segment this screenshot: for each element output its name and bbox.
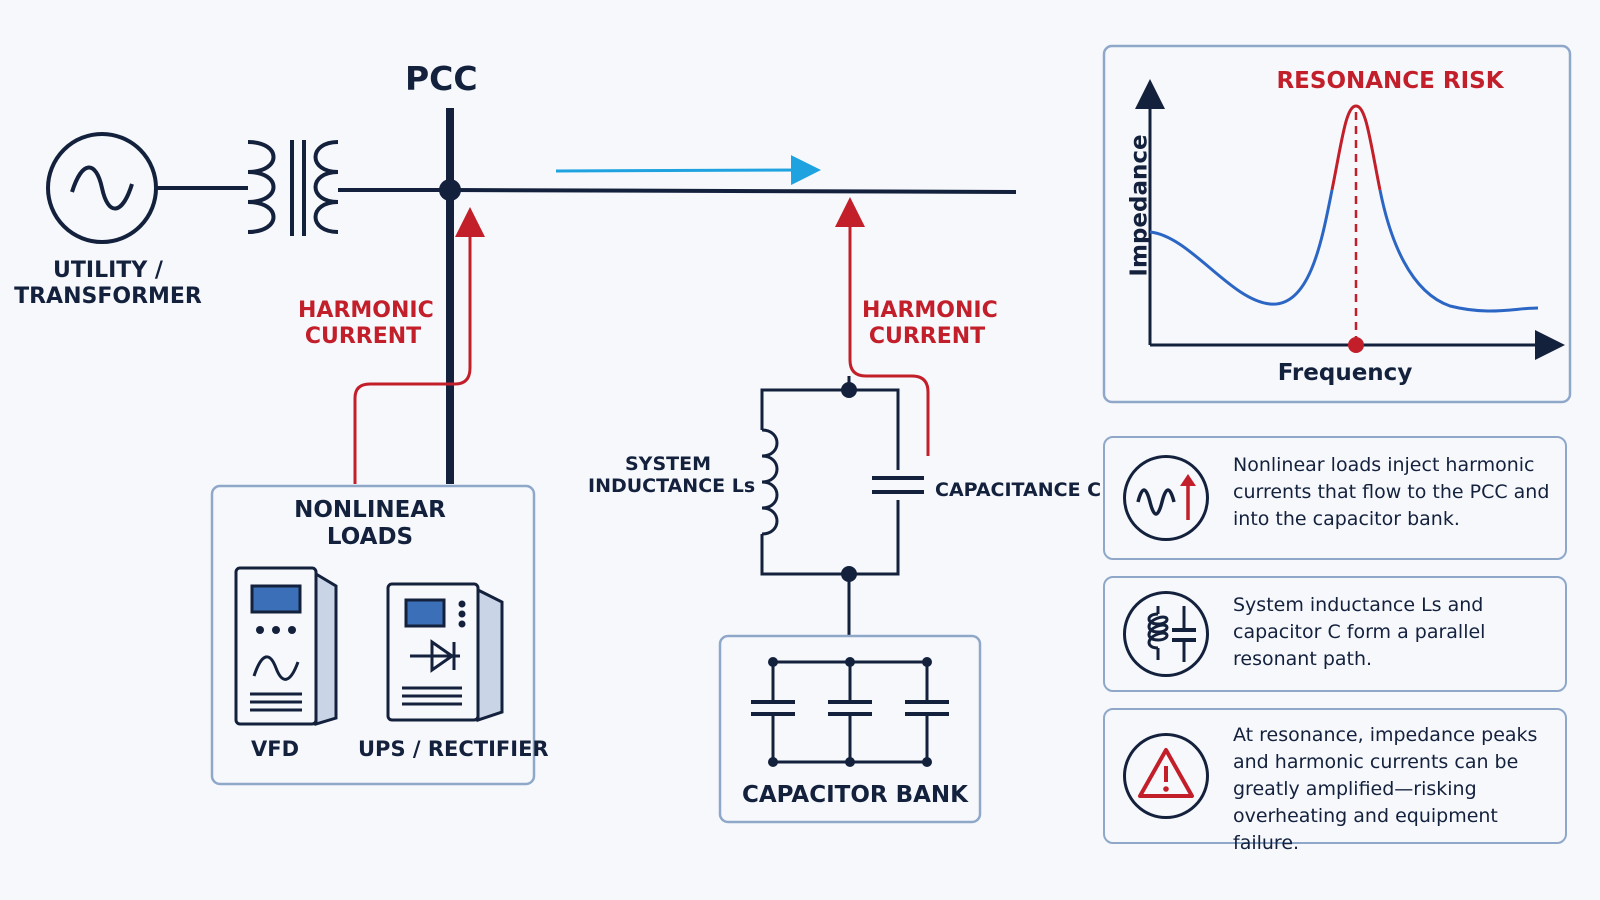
capacitor-bank-label: CAPACITOR BANK [741, 782, 969, 808]
vfd-device-icon [234, 566, 338, 727]
harmonic-current-label-left: HARMONIC CURRENT [298, 298, 434, 349]
capacitor-bank-nodes [768, 657, 932, 767]
impedance-curve-right [1378, 189, 1539, 313]
harmonic-current-arrow-left [353, 207, 485, 484]
graph-x-label: Frequency [1277, 360, 1413, 386]
note-text-resonant-path: System inductance Ls and capacitor C for… [1233, 594, 1486, 670]
capacitance-label: CAPACITANCE C [935, 479, 1102, 501]
note-card-resonant-path: System inductance Ls and capacitor C for… [1103, 576, 1567, 692]
impedance-curve-peak [1330, 104, 1382, 191]
vfd-label: VFD [250, 737, 300, 761]
impedance-curve-left [1149, 189, 1334, 306]
note-text-harmonics: Nonlinear loads inject harmonic currents… [1233, 454, 1550, 530]
pcc-label: PCC [405, 59, 478, 98]
feeder-line [449, 188, 1017, 194]
note-text-resonance-warning: At resonance, impedance peaks and harmon… [1233, 724, 1538, 854]
inductor-capacitor-icon [1123, 591, 1209, 677]
capacitor-icon [872, 476, 924, 494]
warning-icon [1123, 733, 1209, 819]
power-flow-arrow [555, 155, 821, 186]
harmonic-current-label-right: HARMONIC CURRENT [862, 298, 998, 349]
harmonic-current-arrow-right [835, 197, 930, 456]
ups-device-icon [386, 582, 504, 723]
transformer-icon [247, 140, 339, 236]
system-inductance-label: SYSTEM INDUCTANCE Ls [588, 453, 756, 498]
resonance-graph-panel [1102, 44, 1572, 404]
graph-y-label: Impedance [1126, 134, 1153, 277]
lc-bottom-node [841, 566, 857, 582]
inductor-icon [761, 428, 779, 536]
lc-top-node [841, 382, 857, 398]
resonance-point [1348, 337, 1364, 353]
capacitor-gap [884, 470, 914, 500]
parallel-lc-circuit [760, 376, 900, 636]
ac-source-icon [46, 132, 158, 244]
nonlinear-loads-title: NONLINEAR LOADS [294, 497, 446, 551]
harmonic-wave-icon [1123, 455, 1209, 541]
note-card-resonance-warning: At resonance, impedance peaks and harmon… [1103, 708, 1567, 854]
note-card-harmonics: Nonlinear loads inject harmonic currents… [1103, 436, 1567, 560]
utility-transformer-label: UTILITY / TRANSFORMER [14, 258, 202, 309]
pcc-node [439, 179, 461, 201]
graph-title: RESONANCE RISK [1276, 68, 1504, 94]
ups-rectifier-label: UPS / RECTIFIER [358, 737, 549, 761]
